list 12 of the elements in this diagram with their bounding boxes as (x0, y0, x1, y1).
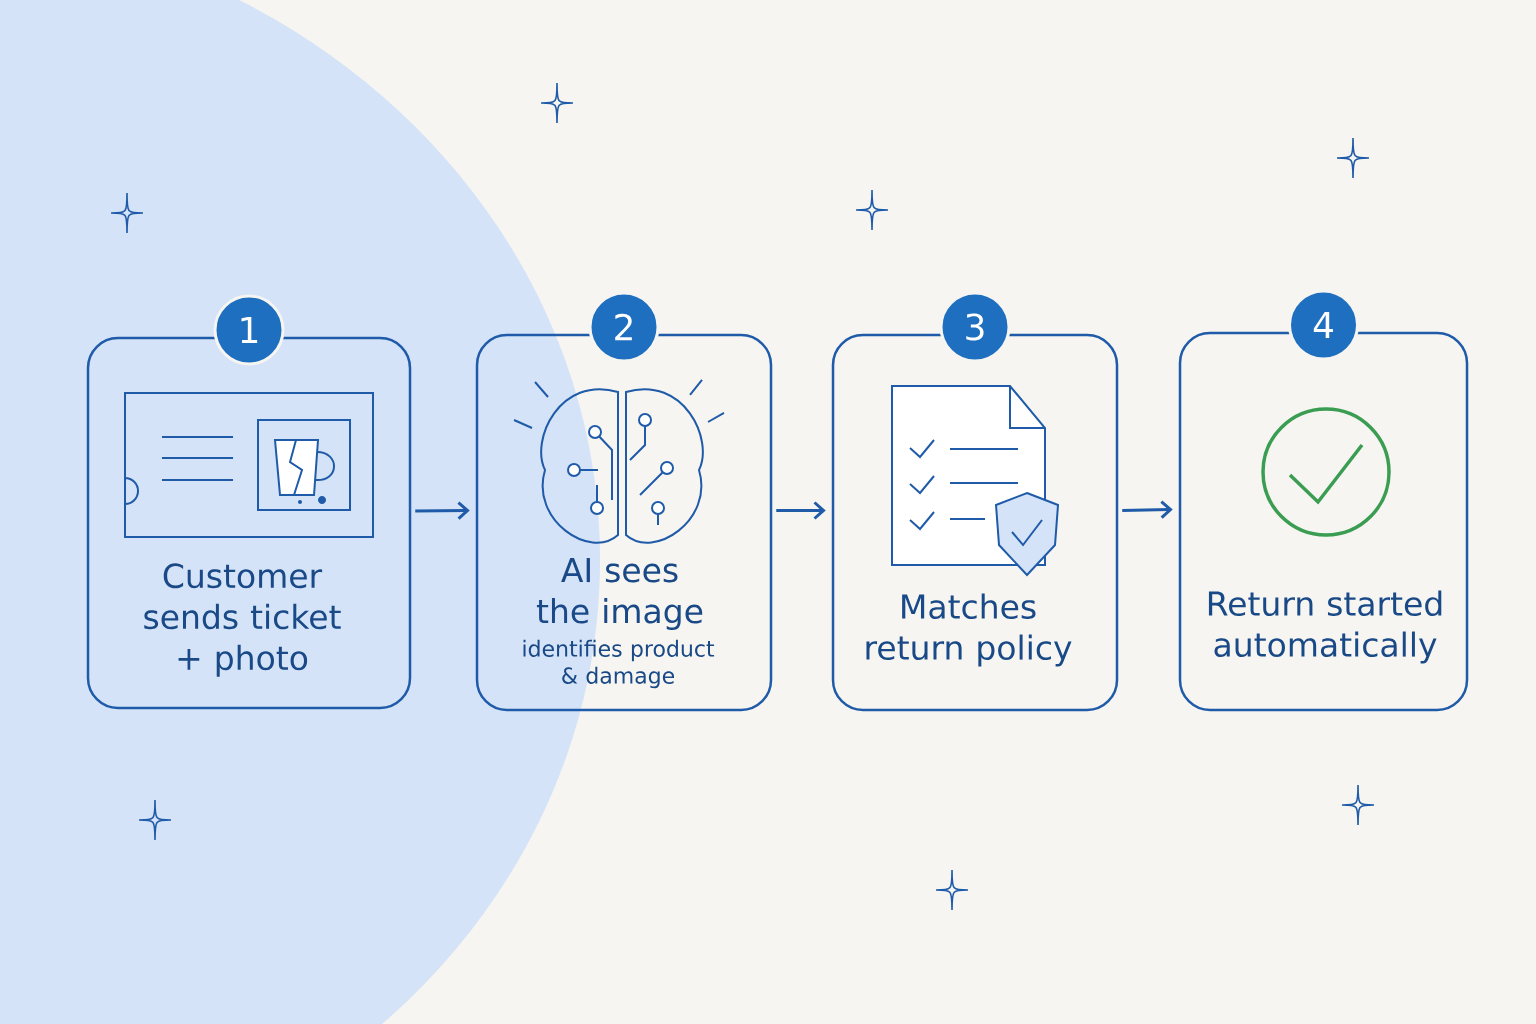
arrow (415, 501, 470, 520)
number-badge: 4 (1288, 289, 1359, 361)
arrow (1122, 500, 1173, 519)
step-label: Customer sends ticket + photo (144, 563, 341, 677)
step-label: Return started automatically (1208, 590, 1442, 664)
step-description: identifies product & damage (523, 639, 715, 689)
number-badge: 2 (588, 291, 660, 363)
arrow (776, 501, 826, 520)
number-badge: 1 (213, 294, 285, 366)
number-badge: 3 (939, 291, 1011, 363)
step-label: Matches return policy (866, 593, 1072, 667)
step-label: AI sees the image (536, 558, 703, 630)
